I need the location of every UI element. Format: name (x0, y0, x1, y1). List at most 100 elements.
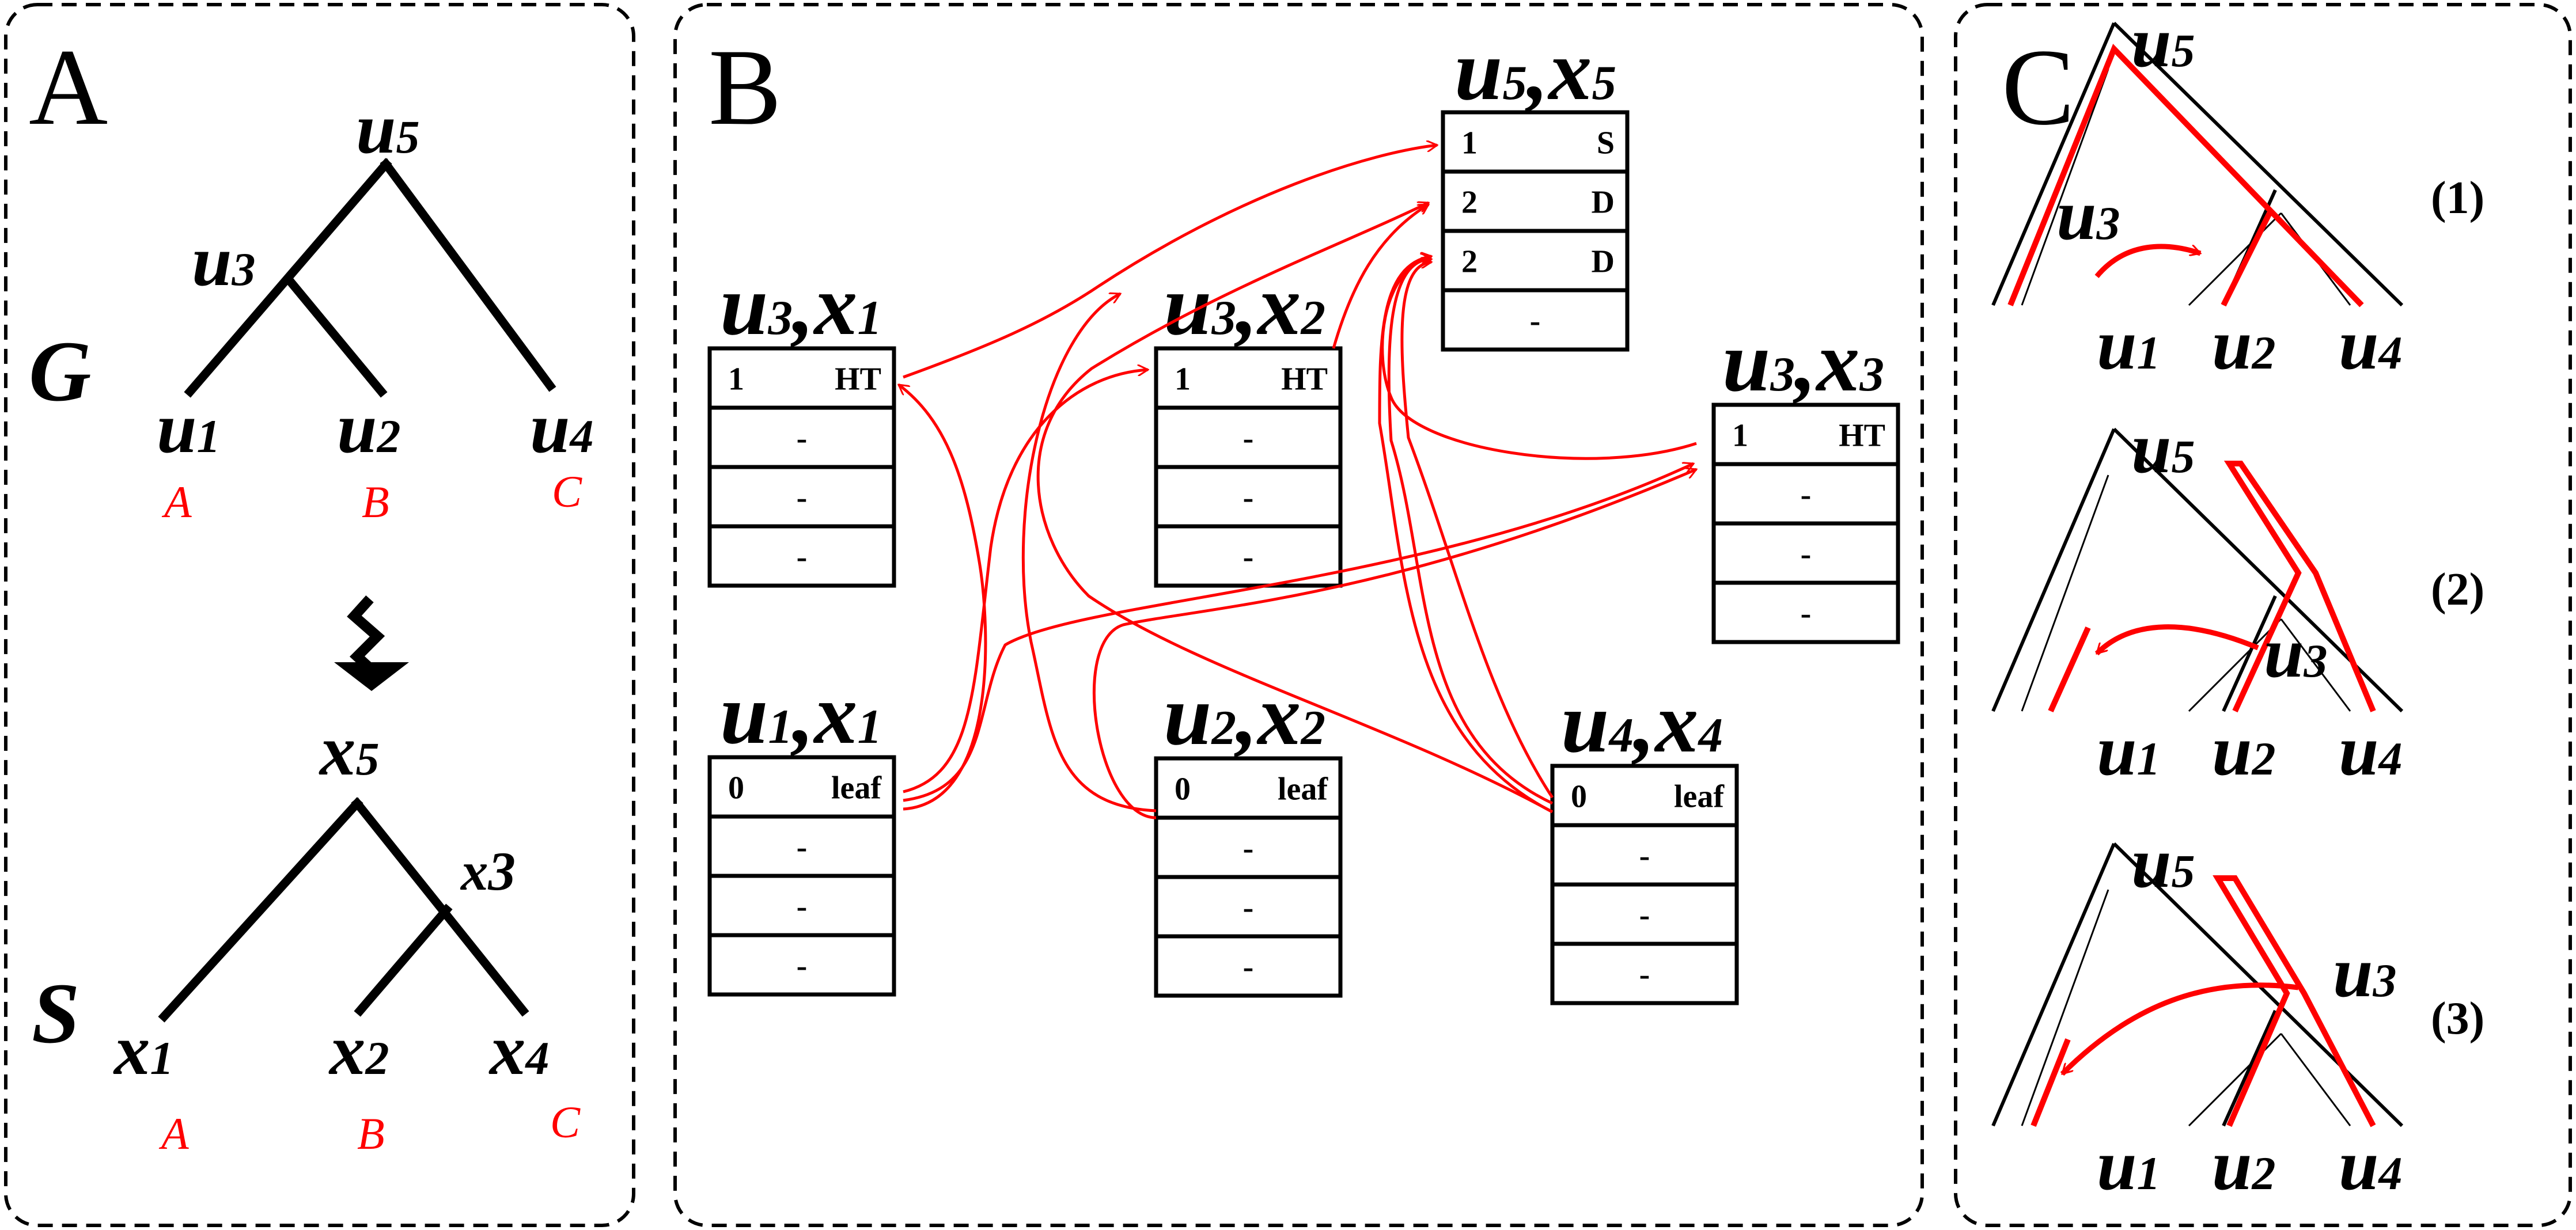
gene-leaf-species-a: A (161, 477, 192, 527)
node-base: u (2056, 176, 2097, 255)
node-x2: x2 (328, 1011, 389, 1090)
dp-cell-event: D (1592, 185, 1615, 221)
dp-arrow (899, 384, 987, 811)
dp-cell-value: - (1639, 838, 1650, 874)
title-base: u (1722, 314, 1770, 409)
dp-arrow (1381, 256, 1697, 460)
species-leaf-b: B (357, 1108, 385, 1159)
species-outline (1991, 427, 2404, 713)
dp-cell-value: - (797, 948, 808, 984)
dp-cell (1711, 403, 1900, 466)
dp-cell-event: D (1592, 244, 1615, 280)
dp-cell-value: - (1243, 950, 1254, 985)
dp-cell (707, 524, 896, 588)
node-sub: 4 (525, 1032, 550, 1084)
title-base: x (1547, 22, 1592, 118)
gene-tree-edge (380, 158, 556, 392)
node-u5: u5 (356, 89, 420, 169)
dp-cell-value: - (1639, 957, 1650, 993)
scenario-leaf-label: u1 (2097, 305, 2161, 385)
dp-cell (1550, 764, 1739, 827)
gene-path (2048, 461, 2376, 713)
node-base: u (2264, 613, 2304, 693)
panel-a: A G u5 u3 u1 u2 u4 A B C S x5 x3 x1 x (29, 27, 594, 1159)
dp-cell-event: HT (835, 362, 881, 397)
dp-cell-event: leaf (1674, 779, 1725, 815)
panel-b-letter: B (709, 27, 782, 148)
species-tree-edge (354, 903, 453, 1017)
svg-text:x3: x3 (460, 841, 516, 902)
dp-cell-value: - (797, 480, 808, 516)
node-base: u (356, 89, 396, 169)
title-sub: 1 (857, 700, 882, 754)
dp-cell (1550, 882, 1739, 946)
node-sub: 2 (365, 1032, 389, 1084)
node-u1: u1 (157, 389, 221, 468)
dp-cell (1441, 169, 1630, 233)
species-tree (158, 797, 529, 1023)
svg-text:x4: x4 (488, 1011, 550, 1090)
dp-cell-value: - (1243, 540, 1254, 575)
title-sub: 2 (1300, 701, 1325, 755)
title-base: x (813, 257, 857, 353)
node-base: u (2212, 305, 2252, 385)
dp-arrow (1093, 469, 1696, 819)
dp-cell-value: - (1639, 898, 1650, 933)
scenario-leaf-label: u2 (2212, 711, 2276, 791)
node-base: u (2212, 711, 2252, 791)
node-sub: 1 (2137, 327, 2161, 379)
title-base: x (1654, 675, 1698, 770)
title-base: x (813, 666, 857, 762)
node-base: u (2339, 305, 2379, 385)
node-sub: 3 (2373, 954, 2397, 1007)
node-base: u (2131, 3, 2172, 82)
title-base: u (1561, 675, 1609, 770)
species-tree-edge (351, 797, 529, 1017)
dp-cell (707, 346, 896, 410)
title-base: u (720, 257, 768, 353)
dp-cell (1154, 875, 1343, 939)
node-base: x (113, 1011, 150, 1090)
title-base: , (790, 666, 815, 762)
gene-path (2031, 875, 2376, 1128)
dp-cell (1441, 229, 1630, 293)
dp-cell-event: HT (1839, 418, 1885, 454)
title-base: , (1525, 22, 1549, 118)
title-base: , (1631, 675, 1656, 770)
dp-table-title: u5,x5 (1454, 22, 1616, 118)
title-sub: 4 (1608, 708, 1634, 762)
inner-species-edges (2021, 889, 2351, 1127)
title-sub: 1 (768, 700, 793, 754)
gene-tree-label: G (29, 324, 91, 419)
scenario-leaf-label: u4 (2339, 305, 2403, 385)
gene-tree-edge (285, 276, 388, 398)
dp-cell-count: 1 (728, 362, 744, 397)
title-sub: 4 (1697, 708, 1723, 762)
node-sub: 2 (377, 410, 401, 462)
node-base: u (2131, 409, 2172, 488)
title-base: u (1454, 22, 1502, 118)
dp-cell-count: 2 (1461, 244, 1478, 280)
dp-cell-event: S (1597, 126, 1615, 161)
node-u2: u2 (337, 389, 401, 468)
title-base: , (1793, 314, 1817, 409)
title-base: , (1234, 667, 1258, 763)
node-base: u (2097, 711, 2137, 791)
svg-text:u2: u2 (337, 389, 401, 468)
title-sub: 3 (767, 291, 793, 345)
node-sub: 4 (2378, 732, 2403, 785)
dp-cell-value: - (797, 421, 808, 457)
dp-table-title: u4,x4 (1561, 675, 1723, 770)
dp-cell (1154, 346, 1343, 410)
dp-cell (1154, 756, 1343, 820)
gene-leaf-species-c: C (552, 466, 582, 517)
node-base: u (2097, 305, 2137, 385)
